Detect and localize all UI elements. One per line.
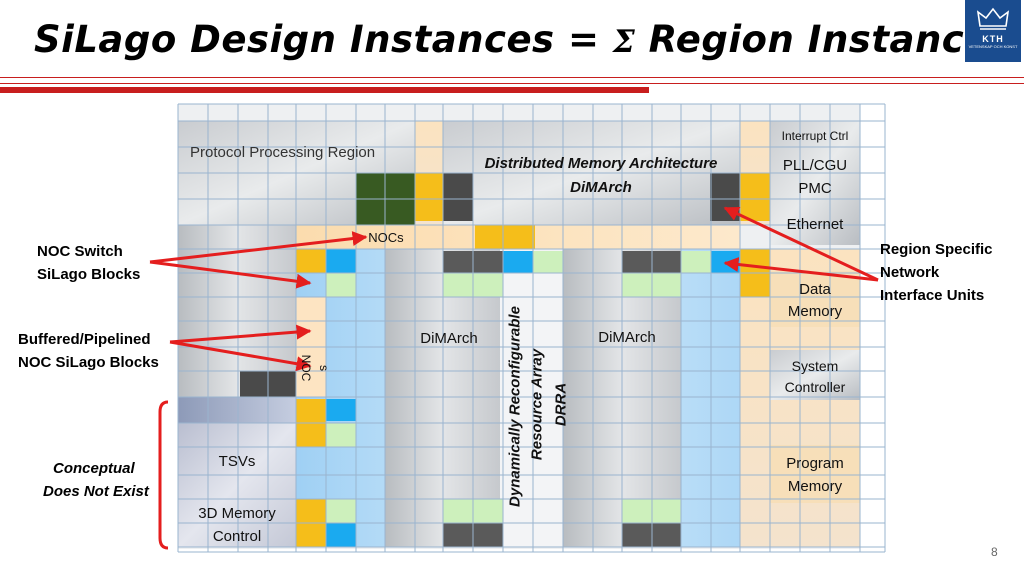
bracket-conceptual (158, 400, 169, 550)
pmc-label: PMC (798, 180, 832, 197)
pll-cgu-label: PLL/CGU (782, 157, 848, 174)
title-text-right: Region Instances (635, 18, 1013, 61)
noc-switch-blue (326, 249, 356, 273)
navy-strip (178, 397, 296, 423)
noc-lower-blue-2 (326, 523, 356, 547)
dimarch-left-label: DiMArch (420, 330, 478, 347)
title-rule-thin-2 (0, 83, 1024, 84)
arrow-buffered-1 (169, 324, 312, 344)
drra-label-3: DRRA (552, 382, 570, 427)
noc-yellow-top (475, 225, 535, 249)
drra-center-column (500, 249, 563, 547)
arrow-region-specific-1 (723, 206, 879, 282)
left-gray-column (178, 225, 296, 397)
protocol-region-label: Protocol Processing Region (190, 144, 376, 161)
arrow-region-specific-2 (723, 257, 879, 282)
memory3d-label-2: Control (212, 528, 262, 545)
program-memory-label-2: Memory (787, 478, 843, 495)
conceptual-annotation-1: Conceptual (53, 460, 135, 477)
region-specific-annotation-1: Region Specific (880, 241, 993, 258)
region-specific-annotation-3: Interface Units (880, 287, 985, 304)
noc-vertical-label-2: s (317, 365, 331, 371)
slide-title: SiLago Design Instances = Σ Region Insta… (34, 18, 1012, 61)
noc-lower-green-2 (326, 499, 356, 523)
noc-dark-tl (443, 173, 473, 221)
logo-motto: VETENSKAP OCH KONST (968, 44, 1018, 49)
logo-wordmark: KTH (982, 34, 1004, 44)
data-memory-block (770, 271, 860, 327)
memory3d-label-1: 3D Memory (198, 505, 276, 522)
dimarch-sub-label: DiMArch (570, 179, 632, 196)
noc-switch-yellow (296, 249, 326, 273)
arrow-noc-switch-2 (149, 260, 312, 289)
interrupt-ctrl-label: Interrupt Ctrl (781, 129, 849, 143)
system-controller-block (770, 350, 860, 400)
noc-lower-blue-1 (326, 399, 356, 421)
noc-switch-annotation-1: NOC Switch (37, 243, 123, 260)
crown-icon (976, 7, 1010, 30)
noc-vertical-label-1: NOC (299, 354, 313, 382)
arrow-buffered-2 (169, 340, 312, 372)
conceptual-annotation-2: Does Not Exist (43, 483, 149, 500)
system-controller-label-2: Controller (784, 379, 846, 395)
dimarch-right-label: DiMArch (598, 329, 656, 346)
green-block-row1 (533, 251, 563, 273)
noc-lower-green-1 (326, 423, 356, 447)
drra-label-1: Dynamically Reconfigurable (506, 306, 524, 507)
green-block-row1-b (681, 251, 711, 273)
annotation-arrows (149, 206, 879, 550)
dimarch-title-label: Distributed Memory Architecture (484, 155, 718, 172)
data-memory-label-1: Data (799, 281, 831, 298)
data-memory-label-2: Memory (787, 303, 843, 320)
grid-lines (177, 103, 886, 553)
blue-block-row1 (503, 251, 533, 273)
ethernet-label: Ethernet (786, 216, 844, 233)
noc-yellow-tl (415, 173, 443, 221)
tsvs-label: TSVs (218, 453, 256, 470)
noc-switch-green (326, 273, 356, 297)
io-region-block (770, 121, 860, 245)
title-rule-thick (0, 87, 649, 93)
title-text-left: SiLago Design Instances = (34, 18, 613, 61)
program-memory-block (770, 445, 860, 503)
program-memory-label-1: Program (786, 455, 844, 472)
tsv-memory-region-block (178, 423, 296, 547)
page-number: 8 (991, 545, 998, 559)
sigma-symbol: Σ (612, 24, 636, 60)
arrow-noc-switch-1 (149, 231, 368, 264)
system-controller-label-1: System (791, 358, 839, 374)
noc-switch-annotation-2: SiLago Blocks (37, 266, 141, 283)
buffered-annotation-2: NOC SiLago Blocks (18, 354, 159, 371)
noc-yellow-tr (740, 173, 770, 221)
kth-logo: KTH VETENSKAP OCH KONST (965, 0, 1021, 62)
region-specific-annotation-2: Network (880, 264, 940, 281)
nocs-label: NOCs (368, 230, 404, 245)
buffered-annotation-1: Buffered/Pipelined (18, 331, 151, 348)
drra-label-2: Resource Array (528, 348, 546, 461)
title-rule-thin (0, 77, 1024, 78)
